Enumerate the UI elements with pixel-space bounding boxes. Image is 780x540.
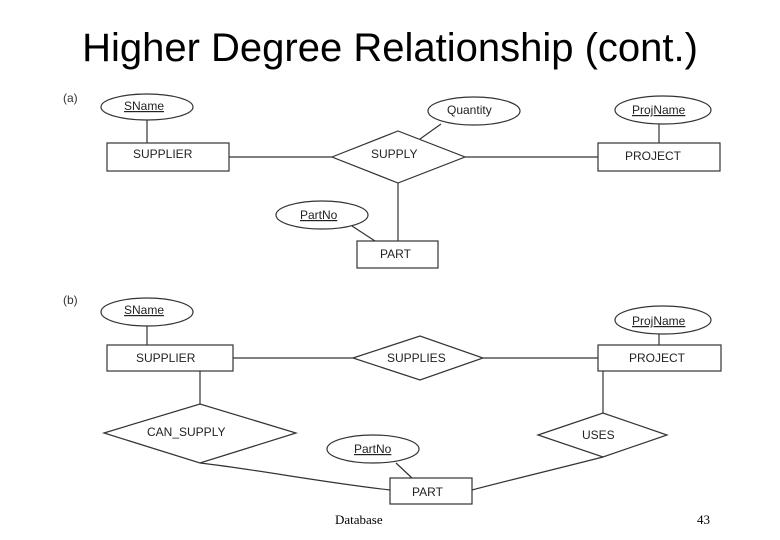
line-partno-part-a [351,225,376,242]
part-label-b: PART [412,485,444,499]
panel-b-label: (b) [63,293,78,307]
supply-label: SUPPLY [371,147,417,161]
slide-title: Higher Degree Relationship (cont.) [82,26,698,70]
project-label-b: PROJECT [629,351,686,365]
supplies-relationship [351,335,485,381]
supplier-entity-a [106,142,230,172]
projname-label-a: ProjName [632,103,686,117]
sname-attribute-b [100,297,194,327]
project-entity-b [597,344,722,372]
partno-attribute-b [326,434,420,464]
quantity-attribute [427,96,521,126]
line-can-supply-part [199,462,391,491]
uses-label: USES [582,428,615,442]
sname-label-a: SName [124,99,164,113]
part-entity-a [356,240,439,269]
line-uses-part [471,456,604,491]
page-number: 43 [697,512,710,527]
supplies-label: SUPPLIES [387,351,446,365]
supply-relationship [330,130,467,184]
sname-attribute-a [100,93,194,121]
part-label-a: PART [380,247,412,261]
sname-label-b: SName [124,303,164,317]
projname-attribute-b [614,305,712,335]
line-quantity-supply [419,123,442,140]
footer-course: Database [335,512,383,527]
project-entity-a [597,142,721,172]
supplier-label-a: SUPPLIER [133,147,193,161]
can-supply-label: CAN_SUPPLY [147,425,225,439]
partno-label-a: PartNo [300,208,338,222]
panel-a-label: (a) [63,91,78,105]
partno-attribute-a [275,200,369,230]
can-supply-relationship [101,403,299,464]
line-partno-part-b [395,462,413,479]
projname-attribute-a [614,95,712,125]
uses-relationship [536,412,669,458]
part-entity-b [389,477,473,505]
quantity-label: Quantity [447,103,492,117]
supplier-label-b: SUPPLIER [136,351,196,365]
project-label-a: PROJECT [625,149,682,163]
supplier-entity-b [106,344,234,372]
projname-label-b: ProjName [632,314,686,328]
partno-label-b: PartNo [354,442,392,456]
